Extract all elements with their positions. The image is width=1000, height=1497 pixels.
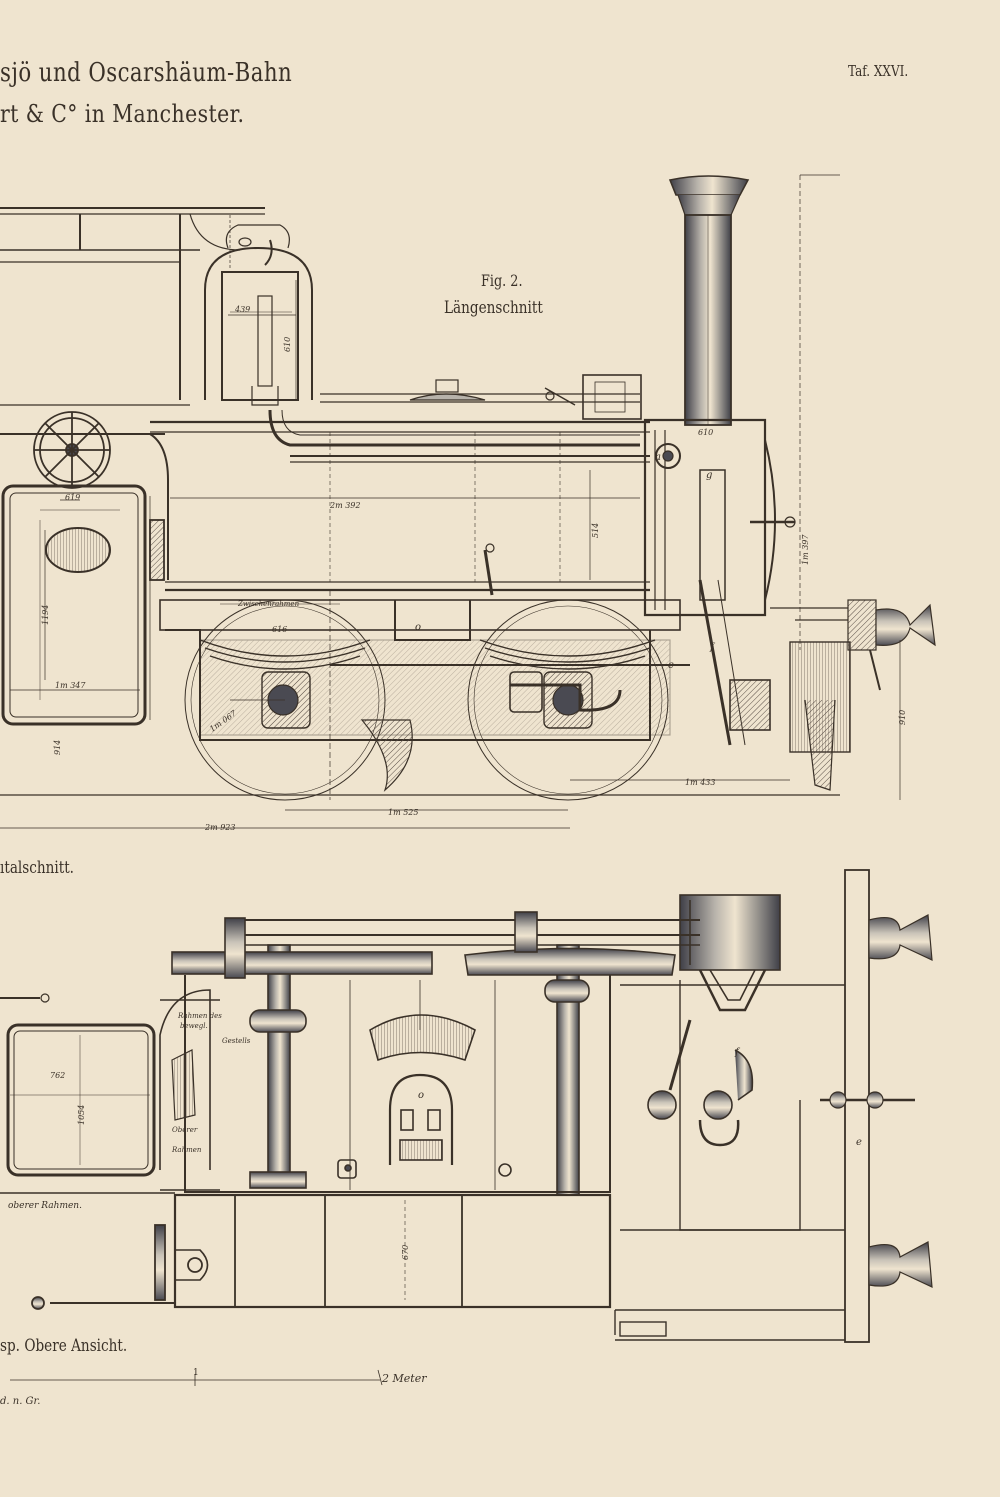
dim-1397: 1m 397 [801, 534, 810, 565]
cylinder-plan [647, 894, 781, 1147]
dim-914: 914 [53, 740, 62, 755]
plate-title-line2: rt & C° in Manchester. [0, 100, 245, 128]
label-e: e [856, 1137, 862, 1148]
label-o: o [415, 622, 421, 633]
valve-gear [330, 579, 771, 746]
dim-610-chimney: 610 [283, 337, 292, 352]
label-g: g [706, 470, 712, 481]
dim-616: 616 [272, 625, 287, 634]
dim-439: 439 [234, 305, 250, 314]
hand-wheel [0, 404, 190, 581]
label-c: c [668, 660, 674, 671]
scale-mark-one: 1 [193, 1368, 199, 1378]
main-frame [159, 599, 681, 741]
scale-mark-two: 2 Meter [382, 1372, 427, 1385]
label-rahmen-des: Rahmen des [177, 1012, 222, 1020]
buffer-beam-plan [820, 869, 933, 1343]
label-gestells: Gestells [222, 1037, 251, 1045]
label-zwischenrahmen: Zwischenrahmen [237, 600, 300, 608]
label-f: f [709, 642, 716, 653]
label-oberer: Oberer [172, 1126, 198, 1134]
dim-670: 670 [401, 1245, 410, 1260]
dim-1347: 1m 347 [55, 681, 86, 690]
firebox-plan [337, 980, 512, 1190]
dim-1194: 1194 [41, 605, 50, 625]
dim-1525: 1m 525 [388, 808, 419, 817]
boiler [150, 374, 650, 596]
label-f2: f [734, 1047, 741, 1058]
leaf-springs [199, 639, 656, 670]
label-bewegl: bewegl. [180, 1022, 208, 1030]
scale-ratio: d. n. Gr. [0, 1396, 41, 1407]
scale-bar [10, 1369, 383, 1386]
bunker-plan [0, 1192, 612, 1310]
dim-619: 619 [65, 493, 80, 502]
cab-frame [0, 207, 265, 400]
label-oberer-rahmen: oberer Rahmen. [8, 1201, 82, 1211]
dim-514: 514 [591, 523, 600, 538]
dim-1433: 1m 433 [685, 778, 716, 787]
dimension-lines-upper [0, 174, 901, 829]
plate-number: Taf. XXVI. [848, 62, 909, 80]
plate-title-line1: sjö und Oscarshäum-Bahn [0, 58, 293, 88]
dim-910: 910 [898, 710, 907, 725]
cab-plan [0, 989, 211, 1177]
smokebox [643, 418, 796, 617]
axles-plan [171, 911, 700, 1196]
figure4-caption: sp. Obere Ansicht. [0, 1336, 128, 1356]
label-rahmen: Rahmen [171, 1146, 202, 1154]
dim-2923: 2m 923 [204, 823, 236, 832]
front-buffer-beam [770, 599, 936, 791]
dim-2392: 2m 392 [329, 501, 361, 510]
figure3-caption: ıtalschnitt. [0, 858, 74, 878]
chimney [668, 175, 750, 426]
dome [204, 224, 313, 406]
counterweight [360, 719, 413, 792]
figure2-number: Fig. 2. [481, 271, 523, 290]
label-o2: o [418, 1090, 424, 1101]
side-tank [1, 484, 147, 726]
dim-610-smokebox: 610 [698, 428, 713, 437]
dim-762: 762 [50, 1071, 65, 1080]
dim-1054: 1054 [77, 1105, 86, 1125]
label-a: a [655, 452, 661, 463]
figure2-caption: Längenschnitt [444, 298, 543, 318]
